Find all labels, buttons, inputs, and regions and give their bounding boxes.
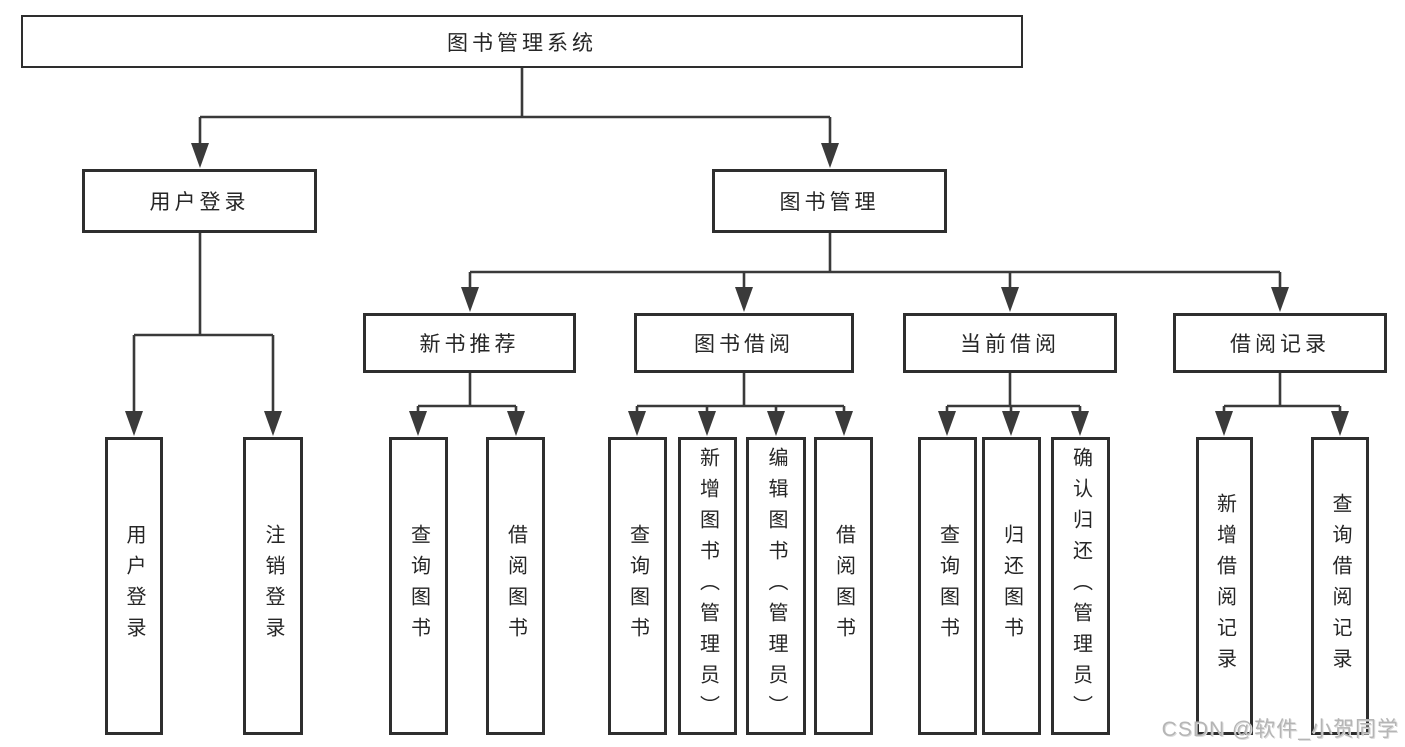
arrow-down-icon — [1215, 411, 1233, 436]
node-book-management: 图书管理 — [712, 169, 947, 233]
node-borrow-records: 借阅记录 — [1173, 313, 1387, 373]
node-label: 借阅图书 — [832, 524, 855, 648]
node-label: 借阅图书 — [504, 524, 527, 648]
node-label: 注销登录 — [262, 524, 284, 648]
arrow-down-icon — [938, 411, 956, 436]
arrow-down-icon — [835, 411, 853, 436]
leaf-logout-login: 注销登录 — [243, 437, 303, 735]
leaf-recommend-borrow-book: 借阅图书 — [486, 437, 545, 735]
node-label: 图书管理 — [779, 191, 880, 214]
arrow-down-icon — [821, 143, 839, 168]
node-label: 借阅记录 — [1230, 333, 1330, 356]
leaf-current-confirm-return-admin: 确认归还（管理员） — [1051, 437, 1110, 735]
node-label: 归还图书 — [1000, 524, 1023, 648]
csdn-watermark: CSDN @软件_小贺同学 — [1161, 718, 1399, 741]
arrow-down-icon — [628, 411, 646, 436]
node-current-borrow: 当前借阅 — [903, 313, 1117, 373]
leaf-record-query-borrow-record: 查询借阅记录 — [1311, 437, 1369, 735]
node-label: 图书管理系统 — [447, 31, 597, 55]
leaf-borrow-edit-book-admin: 编辑图书（管理员） — [746, 437, 806, 735]
node-label: 查询图书 — [626, 524, 649, 648]
node-new-book-recommend: 新书推荐 — [363, 313, 576, 373]
arrow-down-icon — [1002, 411, 1020, 436]
node-label: 查询图书 — [936, 524, 959, 648]
node-label: 图书借阅 — [694, 333, 794, 356]
node-label: 新增借阅记录 — [1213, 493, 1236, 679]
node-label: 确认归还（管理员） — [1069, 446, 1092, 726]
node-label: 当前借阅 — [960, 333, 1060, 356]
node-label: 编辑图书（管理员） — [765, 446, 787, 726]
node-label: 新增图书（管理员） — [696, 446, 719, 726]
leaf-current-query-book: 查询图书 — [918, 437, 977, 735]
arrow-down-icon — [191, 143, 209, 168]
node-label: 新书推荐 — [419, 333, 520, 356]
node-label: 用户登录 — [149, 191, 250, 214]
node-label: 用户登录 — [123, 524, 145, 648]
leaf-recommend-query-book: 查询图书 — [389, 437, 448, 735]
node-book-borrow: 图书借阅 — [634, 313, 854, 373]
arrow-down-icon — [461, 287, 479, 312]
leaf-record-add-borrow-record: 新增借阅记录 — [1196, 437, 1253, 735]
arrow-down-icon — [767, 411, 785, 436]
arrow-down-icon — [507, 411, 525, 436]
leaf-borrow-borrow-book: 借阅图书 — [814, 437, 873, 735]
node-user-login: 用户登录 — [82, 169, 317, 233]
node-label: 查询图书 — [407, 524, 430, 648]
arrow-down-icon — [1331, 411, 1349, 436]
node-label: 查询借阅记录 — [1329, 493, 1351, 679]
arrowheads — [125, 143, 1349, 436]
arrow-down-icon — [735, 287, 753, 312]
leaf-borrow-query-book: 查询图书 — [608, 437, 667, 735]
node-library-management-system: 图书管理系统 — [21, 15, 1023, 68]
arrow-down-icon — [125, 411, 143, 436]
arrow-down-icon — [264, 411, 282, 436]
arrow-down-icon — [1071, 411, 1089, 436]
arrow-down-icon — [1001, 287, 1019, 312]
arrow-down-icon — [698, 411, 716, 436]
arrow-down-icon — [1271, 287, 1289, 312]
leaf-borrow-add-book-admin: 新增图书（管理员） — [678, 437, 737, 735]
leaf-user-login: 用户登录 — [105, 437, 163, 735]
leaf-current-return-book: 归还图书 — [982, 437, 1041, 735]
arrow-down-icon — [409, 411, 427, 436]
